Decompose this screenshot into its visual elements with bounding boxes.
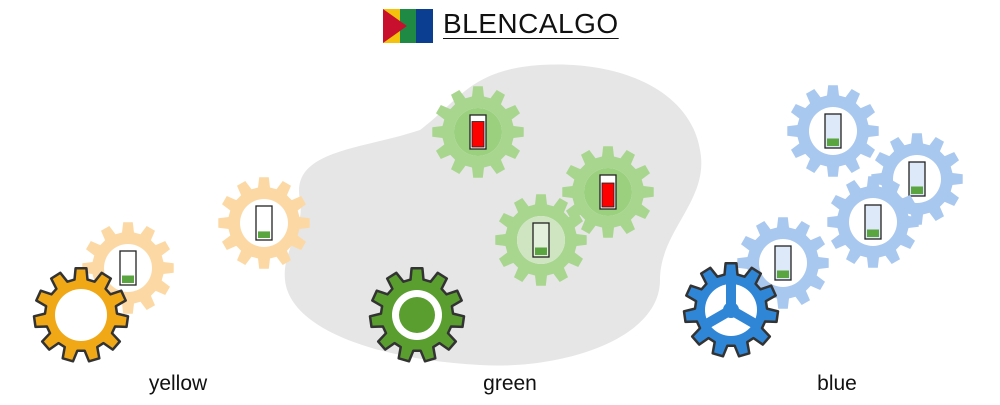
app-title: BLENCALGO <box>443 8 619 39</box>
level-indicator <box>255 205 273 241</box>
gear-blue-8[interactable] <box>827 176 919 268</box>
green-zone-backdrop <box>284 64 702 366</box>
group-label-blue: blue <box>817 372 857 395</box>
gear-green-5[interactable] <box>495 194 587 286</box>
gear-yellow-1[interactable] <box>82 222 174 314</box>
level-indicator <box>532 222 550 258</box>
level-indicator <box>864 204 882 240</box>
gear-yellow-2[interactable] <box>218 177 310 269</box>
ring-gear-icon[interactable] <box>32 267 130 363</box>
level-indicator <box>119 250 137 286</box>
tricolor-flag-icon <box>383 9 433 43</box>
gear-green-3[interactable] <box>432 86 524 178</box>
level-indicator <box>469 114 487 150</box>
group-label-green: green <box>483 372 537 395</box>
level-indicator <box>824 113 842 149</box>
gear-blue-6[interactable] <box>787 85 879 177</box>
level-indicator <box>908 161 926 197</box>
level-indicator <box>599 174 617 210</box>
level-indicator <box>774 245 792 281</box>
tri-spoke-gear-icon[interactable] <box>682 262 780 358</box>
group-label-yellow: yellow <box>148 372 208 395</box>
dot-gear-icon[interactable] <box>368 267 466 363</box>
gear-green-4[interactable] <box>562 146 654 238</box>
gear-blue-9[interactable] <box>737 217 829 309</box>
